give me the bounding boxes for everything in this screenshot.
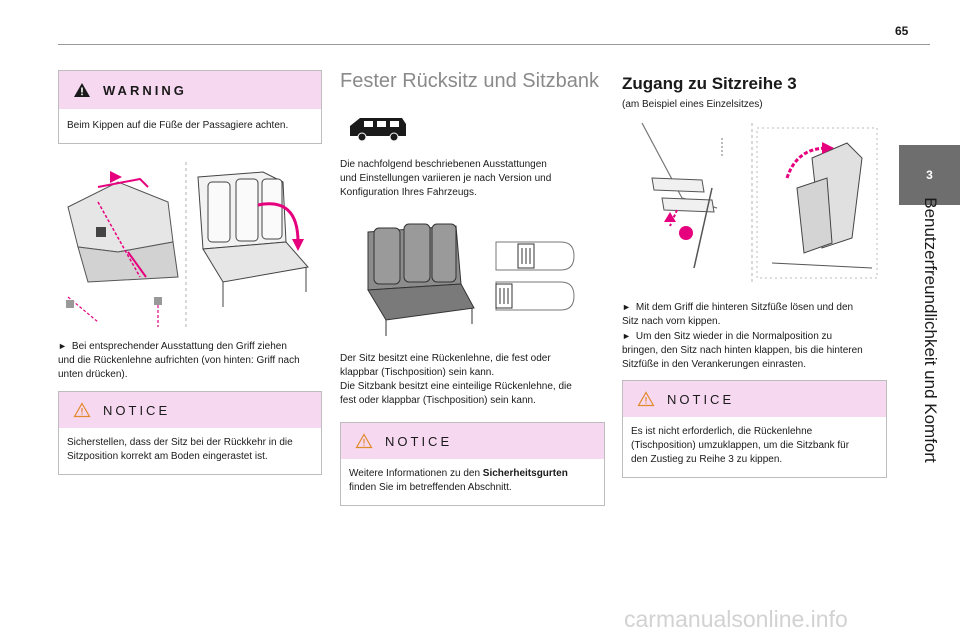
intro-line-1: Die nachfolgend beschriebenen Ausstattun… [340,159,547,170]
step2-text-1: Um den Sitz wieder in die Normalposition… [635,331,833,342]
section-heading-fixed-seat: Fester Rücksitz und Sitzbank [340,70,599,92]
notice-frame-right: NOTICE Es ist nicht erforderlich, die Rü… [622,380,887,478]
notice-left-line-2: Sitzposition korrekt am Boden eingeraste… [67,451,268,462]
seatbelts-link[interactable]: Sicherheitsgurten [482,468,568,479]
warning-text: Beim Kippen auf die Füße der Passagiere … [67,120,289,131]
notice-title-left: NOTICE [103,402,171,418]
notice-title-middle: NOTICE [385,433,453,449]
step2-line-1: ► Um den Sitz wieder in die Normalpositio… [622,329,887,344]
section-subheading: (am Beispiel eines Einzelsitzes) [622,99,763,110]
step2-line-3: Sitzfüße in den Verankerungen einrasten. [622,359,807,370]
notice-middle-prefix: Weitere Informationen zu den [349,468,483,479]
desc-line-2: klappbar (Tischposition) sein kann. [340,367,495,378]
warning-box: WARNING Beim Kippen auf die Füße der Pas… [58,70,322,144]
column-middle: Fester Rücksitz und Sitzbank [340,70,605,93]
notice-frame-left: NOTICE Sicherstellen, dass der Sitz bei … [58,391,322,475]
warning-header: WARNING [59,71,321,109]
notice-body-right: Es ist nicht erforderlich, die Rückenleh… [623,417,886,477]
step1-line-2: Sitz nach vorn kippen. [622,316,721,327]
section-heading-row3-access: Zugang zu Sitzreihe 3 [622,74,797,93]
warning-title: WARNING [103,82,187,98]
notice-right-line-2: (Tischposition) umzuklappen, um die Sitz… [631,440,850,451]
instruction-text-1: Bei entsprechender Ausstattung den Griff… [71,341,287,352]
notice-box-left: NOTICE Sicherstellen, dass der Sitz bei … [58,391,322,475]
step1-text-1: Mit dem Griff die hinteren Sitzfüße löse… [635,302,854,313]
notice-header-right: NOTICE [623,381,886,417]
notice-right-line-3: den Zustieg zu Reihe 3 zu kippen. [631,454,783,465]
notice-box-middle: NOTICE Weitere Informationen zu den Sich… [340,422,605,506]
step1-line-1: ► Mit dem Griff die hinteren Sitzfüße lös… [622,300,887,315]
seat-folding-illustration [58,157,322,333]
instruction-line-3: unten drücken). [58,369,128,380]
notice-body-middle: Weitere Informationen zu den Sicherheits… [341,459,604,505]
top-divider [58,44,930,45]
steps-block: ► Mit dem Griff die hinteren Sitzfüße lös… [622,300,887,372]
notice-box-right: NOTICE Es ist nicht erforderlich, die Rü… [622,380,887,478]
notice-header-left: NOTICE [59,392,321,428]
bullet-arrow-icon: ► [622,302,631,312]
notice-middle-line-1: Weitere Informationen zu den Sicherheits… [349,467,596,481]
watermark: carmanualsonline.info [624,606,848,632]
instruction-line-2: und die Rückenlehne aufrichten (von hint… [58,355,300,366]
warning-triangle-icon [74,83,90,97]
column-right: Zugang zu Sitzreihe 3 (am Beispiel eines… [622,74,887,112]
van-side-icon [346,112,410,144]
intro-block: Die nachfolgend beschriebenen Ausstattun… [340,158,605,200]
notice-header-middle: NOTICE [341,423,604,459]
notice-middle-line-2: finden Sie im betreffenden Abschnitt. [349,482,512,493]
notice-triangle-icon [355,433,373,449]
desc-line-3: Die Sitzbank besitzt eine einteilige Rüc… [340,381,572,392]
notice-left-line-1: Sicherstellen, dass der Sitz bei der Rüc… [67,437,293,448]
notice-triangle-icon [637,391,655,407]
notice-frame-middle: NOTICE Weitere Informationen zu den Sich… [340,422,605,506]
chapter-tab[interactable]: 3 [899,145,960,205]
intro-line-2: und Einstellungen variieren je nach Vers… [340,173,552,184]
step2-line-2: bringen, den Sitz nach hinten klappen, b… [622,345,863,356]
page-number: 65 [895,24,909,38]
bullet-arrow-icon: ► [58,341,67,351]
instruction-line-1: ► Bei entsprechender Ausstattung den Grif… [58,339,322,354]
notice-triangle-icon [73,402,91,418]
bullet-arrow-icon: ► [622,331,631,341]
notice-title-right: NOTICE [667,391,735,407]
desc-line-1: Der Sitz besitzt eine Rückenlehne, die f… [340,353,551,364]
chapter-title: Benutzerfreundlichkeit und Komfort [899,197,960,463]
column-left: WARNING Beim Kippen auf die Füße der Pas… [58,70,322,144]
description-block: Der Sitz besitzt eine Rückenlehne, die f… [340,352,605,408]
chapter-title-text: Benutzerfreundlichkeit und Komfort [920,197,940,463]
notice-body-left: Sicherstellen, dass der Sitz bei der Rüc… [59,428,321,474]
instruction-block: ► Bei entsprechender Ausstattung den Grif… [58,339,322,382]
desc-line-4: fest oder klappbar (Tischposition) sein … [340,395,536,406]
bench-and-seat-illustration [346,212,598,340]
intro-line-3: Konfiguration Ihres Fahrzeugs. [340,187,477,198]
row3-access-illustration [622,118,887,288]
notice-right-line-1: Es ist nicht erforderlich, die Rückenleh… [631,426,813,437]
